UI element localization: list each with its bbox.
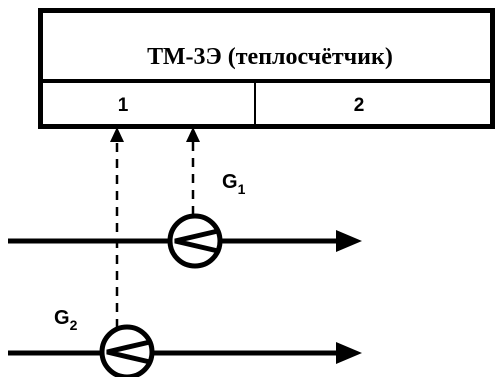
device-outer-frame — [38, 8, 495, 129]
flow-meter-g2-icon — [99, 324, 155, 377]
pipe-1-arrowhead — [336, 230, 362, 252]
flow-label-g1-symbol: G — [222, 171, 238, 193]
channel-2-label: 2 — [354, 95, 365, 116]
flow-label-g2: G2 — [54, 307, 78, 333]
channel-1-label: 1 — [118, 95, 129, 116]
pipeline-1 — [8, 213, 362, 269]
pipe-2-arrowhead — [336, 342, 362, 364]
flow-meter-g2-chevron — [106, 339, 151, 365]
signal-line-flow-2 — [110, 127, 124, 328]
signal-line-flow-1 — [186, 127, 200, 215]
flow-label-g2-symbol: G — [54, 307, 70, 329]
pipeline-2 — [8, 324, 362, 377]
flow-meter-g1-chevron — [174, 228, 219, 254]
signal-arrowhead-g1 — [186, 127, 200, 142]
heat-meter-device: ТМ-3Э (теплосчётчик) 1 2 — [38, 8, 495, 129]
flow-meter-g1-icon — [167, 213, 223, 269]
device-title: ТМ-3Э (теплосчётчик) — [147, 44, 393, 70]
signal-arrowhead-g2 — [110, 127, 124, 142]
flow-label-g2-index: 2 — [70, 317, 78, 333]
flow-label-g1: G1 — [222, 171, 246, 197]
flow-label-g1-index: 1 — [238, 181, 246, 197]
